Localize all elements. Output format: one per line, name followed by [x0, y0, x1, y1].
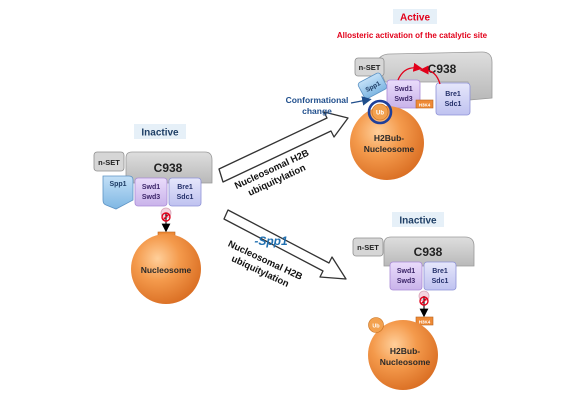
left-sdc1-label: Sdc1	[177, 194, 194, 201]
left-c938-body	[125, 151, 213, 184]
active-ub-ring	[367, 99, 393, 125]
minus-spp1-label: -Spp1	[254, 234, 288, 248]
active-spp1-box	[357, 72, 388, 99]
bottom-state-box	[392, 212, 444, 227]
active-state-box	[393, 9, 437, 24]
bottom-block-slash	[420, 297, 428, 305]
left-state-box	[134, 124, 186, 139]
active-nset-label: n-SET	[359, 63, 381, 72]
bottom-ub	[368, 317, 384, 333]
active-nucleosome-line2: Nucleosome	[364, 144, 415, 154]
left-panel: Inactive C938 n-SET Spp1 Swd1 Swd3 Bre1 …	[93, 124, 213, 304]
bottom-arrow: -Spp1 Nucleosomal H2B ubiquitylation	[223, 209, 347, 290]
active-ub-label: Ub	[376, 111, 384, 117]
active-bre1-label: Bre1	[445, 91, 461, 98]
bottom-nset-box	[352, 237, 384, 257]
left-nucleosome-label: Nucleosome	[141, 265, 192, 275]
allosteric-arrow-left	[397, 62, 423, 81]
bottom-block-icon	[419, 296, 429, 306]
bottom-ub-label: Ub	[372, 323, 380, 329]
left-bre-box	[168, 177, 202, 207]
active-c938-label: C938	[428, 62, 457, 76]
left-bre1-label: Bre1	[177, 184, 193, 191]
bottom-hollow-arrow	[223, 209, 347, 280]
bottom-c938-label: C938	[414, 245, 443, 259]
bottom-state-label: Inactive	[399, 216, 437, 227]
active-sdc1-label: Sdc1	[445, 101, 462, 108]
left-block-icon	[161, 212, 171, 222]
active-bre-box	[435, 82, 471, 116]
active-nset-box	[354, 57, 385, 77]
conformational-label-line2: change	[302, 106, 332, 116]
left-nucleosome	[131, 234, 201, 304]
bottom-swd-box	[389, 261, 423, 291]
bottom-bre-box	[423, 261, 457, 291]
bottom-h3k4-tag	[415, 316, 434, 326]
active-state-label: Active	[400, 13, 430, 24]
active-swd-box	[386, 79, 421, 109]
bottom-c938-body	[383, 236, 475, 267]
allosteric-arrow-right	[419, 65, 441, 85]
active-nucleosome	[350, 106, 424, 180]
left-block-slash	[162, 213, 170, 221]
bottom-nucleosome-line1: H2Bub-	[390, 346, 420, 356]
bottom-bre1-label: Bre1	[432, 268, 448, 275]
active-nucleosome-line1: H2Bub-	[374, 133, 404, 143]
allosteric-label: Allosteric activation of the catalytic s…	[337, 31, 488, 40]
active-h3k4-tag	[415, 99, 434, 109]
left-spp1-box	[102, 175, 134, 210]
active-ub	[371, 103, 389, 121]
left-c938-label: C938	[154, 161, 183, 175]
bottom-h3k4-label: H3K4	[419, 319, 431, 324]
bottom-swd3-label: Swd3	[397, 278, 415, 285]
left-swd1-label: Swd1	[142, 184, 160, 191]
left-nset-label: n-SET	[98, 158, 120, 167]
top-right-panel: Active Allosteric activation of the cata…	[286, 9, 493, 180]
bottom-nucleosome	[368, 320, 438, 390]
top-arrow: Nucleosomal H2B ubiquitylation	[218, 111, 349, 199]
active-swd3-label: Swd3	[394, 96, 412, 103]
left-state-label: Inactive	[141, 128, 179, 139]
bottom-nset-label: n-SET	[357, 243, 379, 252]
bottom-sdc1-label: Sdc1	[432, 278, 449, 285]
left-swd-box	[134, 177, 168, 207]
top-hollow-arrow	[218, 111, 349, 183]
bottom-nucleosome-line2: Nucleosome	[380, 357, 431, 367]
conformational-arrow	[350, 96, 372, 106]
active-c938-body	[376, 51, 493, 101]
bottom-right-panel: Inactive C938 n-SET Swd1 Swd3 Bre1 Sdc1 …	[352, 212, 475, 390]
left-swd3-label: Swd3	[142, 194, 160, 201]
active-swd1-label: Swd1	[394, 86, 412, 93]
bottom-swd1-label: Swd1	[397, 268, 415, 275]
active-h3k4-label: H3K4	[419, 102, 431, 107]
conformational-label-line1: Conformational	[286, 95, 349, 105]
left-nset-box	[93, 151, 125, 172]
left-spp1-label: Spp1	[109, 181, 126, 188]
